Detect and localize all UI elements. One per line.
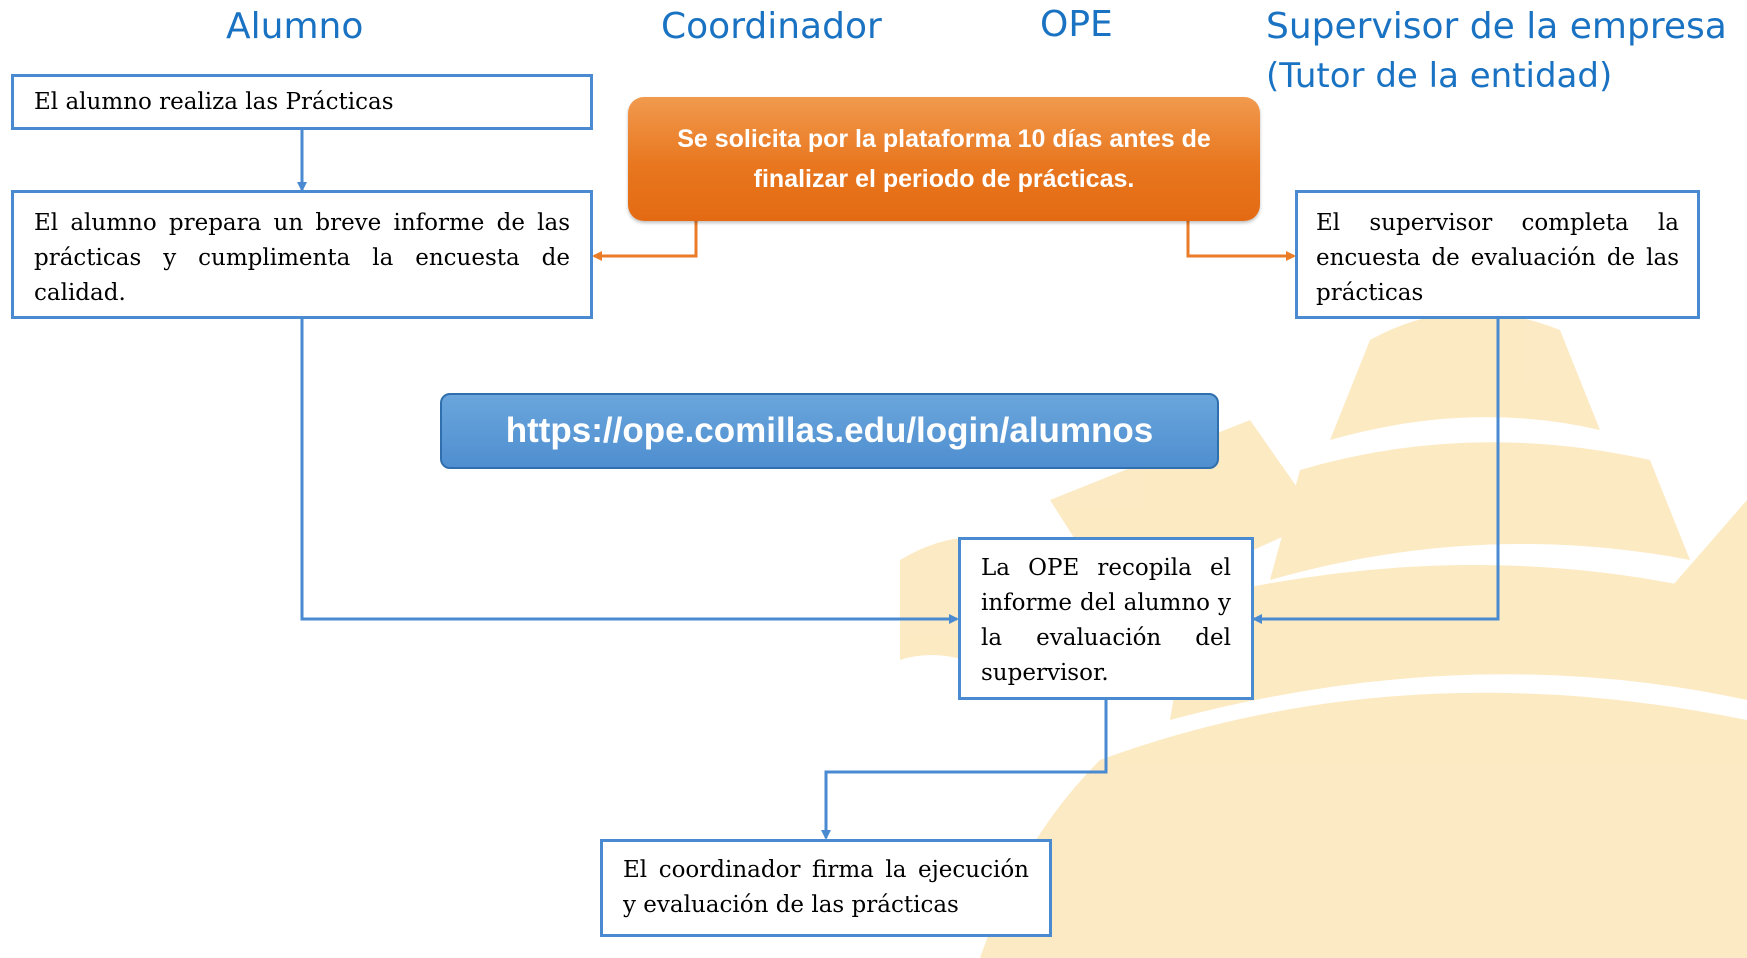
- step-alumno-realiza: El alumno realiza las Prácticas: [11, 74, 593, 130]
- arrow-alumno-to-ope: [300, 318, 959, 624]
- column-heading-ope: OPE: [1040, 4, 1113, 45]
- step-coordinador-firma-text: El coordinador firma la ejecución y eval…: [623, 857, 1029, 918]
- arrow-solicita-to-supervisor: [1186, 221, 1296, 261]
- step-solicita-text: Se solicita por la plataforma 10 días an…: [677, 125, 1211, 193]
- step-ope-recopila-text: La OPE recopila el informe del alumno y …: [981, 555, 1231, 686]
- column-subheading-tutor: (Tutor de la entidad): [1266, 56, 1613, 96]
- step-solicita-plataforma: Se solicita por la plataforma 10 días an…: [628, 97, 1260, 221]
- platform-url-banner[interactable]: https://ope.comillas.edu/login/alumnos: [440, 393, 1219, 469]
- arrow-solicita-to-alumno: [592, 221, 698, 261]
- step-ope-recopila: La OPE recopila el informe del alumno y …: [958, 537, 1254, 700]
- arrow-supervisor-to-ope: [1252, 318, 1500, 624]
- platform-url-text: https://ope.comillas.edu/login/alumnos: [505, 411, 1154, 450]
- column-heading-supervisor: Supervisor de la empresa: [1266, 6, 1727, 47]
- step-alumno-prepara-text: El alumno prepara un breve informe de la…: [34, 210, 570, 306]
- step-alumno-realiza-text: El alumno realiza las Prácticas: [34, 89, 394, 115]
- column-heading-alumno: Alumno: [226, 6, 364, 47]
- arrow-ope-to-coordinador: [821, 699, 1108, 840]
- step-supervisor-completa: El supervisor completa la encuesta de ev…: [1295, 190, 1700, 319]
- step-coordinador-firma: El coordinador firma la ejecución y eval…: [600, 839, 1052, 937]
- step-alumno-prepara: El alumno prepara un breve informe de la…: [11, 190, 593, 319]
- step-supervisor-completa-text: El supervisor completa la encuesta de ev…: [1316, 210, 1679, 306]
- column-heading-coordinador: Coordinador: [661, 6, 882, 47]
